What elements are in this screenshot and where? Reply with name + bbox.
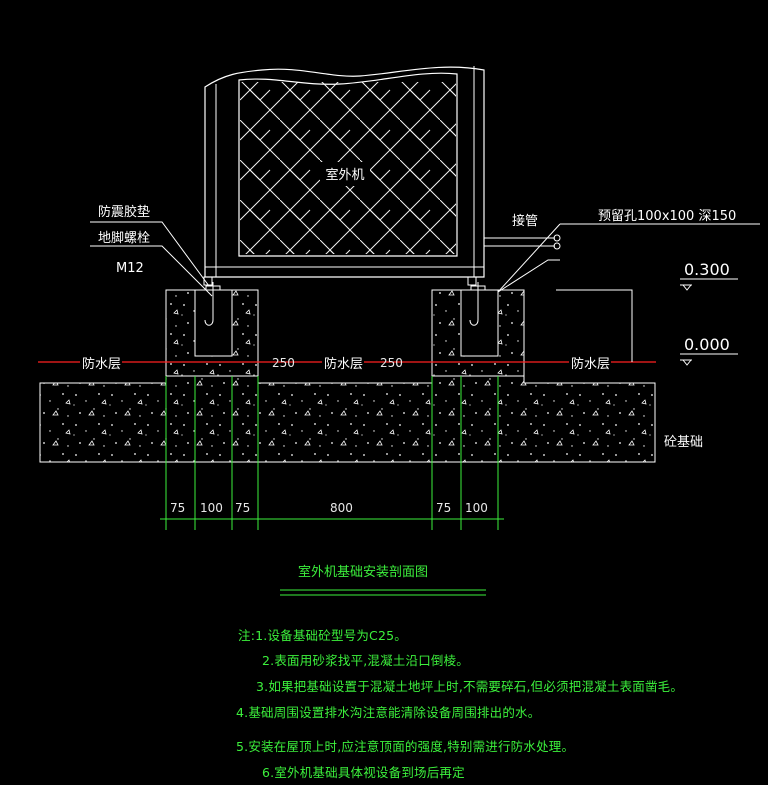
- elevation-upper: 0.300: [684, 260, 730, 279]
- note-4: 4.基础周围设置排水沟注意能清除设备周围排出的水。: [236, 705, 541, 720]
- note-3: 3.如果把基础设置于混凝土地坪上时,不需要碎石,但必须把混凝土表面凿毛。: [256, 679, 684, 694]
- dim-100-right: 100: [465, 501, 488, 515]
- elevation-lower: 0.000: [684, 335, 730, 354]
- outdoor-unit: 室外机: [203, 66, 485, 286]
- note-1: 注:1.设备基础砼型号为C25。: [238, 628, 407, 643]
- gap-dimension-left: 250: [272, 356, 295, 370]
- waterproof-label-center: 防水层: [324, 356, 363, 372]
- waterproof-label-left: 防水层: [82, 356, 121, 372]
- dim-75-right: 75: [436, 501, 451, 515]
- drawing-title: 室外机基础安装剖面图: [298, 564, 428, 580]
- dim-100-left: 100: [200, 501, 223, 515]
- dimension-lines: [160, 376, 504, 530]
- note-6: 6.室外机基础具体视设备到场后再定: [262, 765, 465, 780]
- waterproof-labels: 防水层 防水层 防水层: [80, 352, 611, 372]
- pad-label: 防震胶垫: [98, 204, 150, 220]
- dim-800: 800: [330, 501, 353, 515]
- leader-lines: [90, 221, 760, 297]
- pipe-label: 接管: [512, 213, 538, 229]
- waterproof-label-right: 防水层: [571, 356, 610, 372]
- hole-label: 预留孔100x100 深150: [598, 209, 736, 224]
- dim-75-mid: 75: [235, 501, 250, 515]
- dim-75-left: 75: [170, 501, 185, 515]
- gap-dimension-right: 250: [380, 356, 403, 370]
- note-5: 5.安装在屋顶上时,应注意顶面的强度,特别需进行防水处理。: [236, 739, 575, 754]
- elevation-markers: [556, 278, 738, 366]
- note-2: 2.表面用砂浆找平,混凝土沿口倒棱。: [262, 653, 470, 668]
- concrete-foundation: [39, 375, 656, 463]
- foundation-label: 砼基础: [664, 435, 703, 450]
- bolt-label: 地脚螺栓: [98, 230, 150, 246]
- dimension-labels: 75 100 75 800 75 100: [170, 501, 488, 515]
- bolt-size: M12: [116, 261, 144, 276]
- unit-label: 室外机: [325, 167, 364, 183]
- pipe-connection: 接管: [484, 213, 561, 250]
